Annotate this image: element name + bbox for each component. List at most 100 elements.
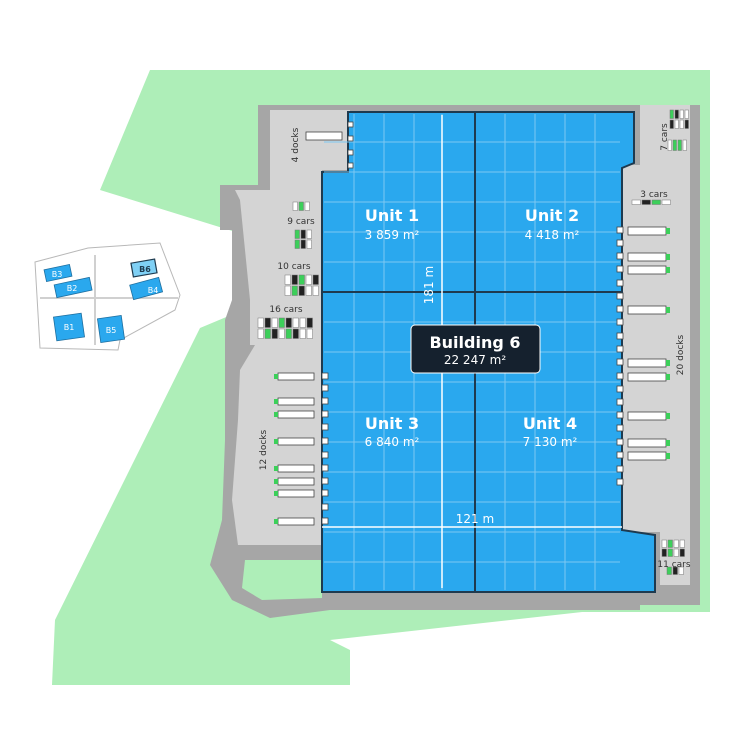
parking-space — [257, 328, 264, 339]
truck-bay — [277, 410, 315, 419]
truck-cab — [666, 413, 670, 419]
parking-space — [298, 285, 305, 296]
dock-door — [616, 265, 624, 273]
parking-11-label: 11 cars — [657, 560, 690, 570]
dock-door — [347, 135, 354, 142]
dock-door — [616, 478, 624, 486]
dock-door — [321, 423, 329, 431]
parking-space — [291, 274, 298, 285]
minimap-building-b3 — [43, 263, 73, 283]
truck-cab — [274, 479, 278, 484]
truck-cab — [666, 254, 670, 260]
dock-door — [321, 517, 329, 525]
unit-name: Unit 2 — [525, 206, 579, 225]
truck-bay — [627, 451, 667, 461]
location-minimap: B3 B2 B6 B4 B1 B5 — [34, 242, 181, 351]
parking-space — [682, 139, 687, 151]
minimap-label-b5: B5 — [106, 326, 117, 335]
truck-cab — [666, 453, 670, 459]
parking-space — [284, 285, 291, 296]
parking-space — [306, 317, 313, 328]
dock-door — [321, 397, 329, 405]
unit-name: Unit 4 — [523, 414, 577, 433]
parking-space — [679, 539, 685, 548]
dock-door — [347, 149, 354, 156]
truck-bay — [277, 464, 315, 473]
parking-space — [294, 239, 300, 249]
truck-bay — [277, 397, 315, 406]
parking-7-label: 7 cars — [660, 123, 670, 151]
parking-space — [684, 119, 689, 129]
dock-door — [321, 477, 329, 485]
truck-bay — [277, 437, 315, 446]
unit-4-label: Unit 4 7 130 m² — [523, 414, 578, 449]
parking-9-label: 9 cars — [287, 217, 315, 227]
parking-space — [294, 229, 300, 239]
docks-left-label: 12 docks — [259, 430, 269, 471]
parking-space — [292, 201, 298, 211]
parking-space — [271, 317, 278, 328]
dock-door — [347, 121, 354, 128]
parking-space — [312, 274, 319, 285]
minimap-label-b3: B3 — [52, 270, 63, 279]
truck-cab — [274, 412, 278, 417]
truck-bay — [627, 358, 667, 368]
unit-area: 7 130 m² — [523, 435, 578, 449]
grass-patch-south — [242, 560, 322, 600]
parking-space — [674, 109, 679, 119]
parking-space — [257, 317, 264, 328]
dock-door — [347, 162, 354, 169]
truck-cab — [274, 519, 278, 524]
parking-space — [278, 317, 285, 328]
parking-16-label: 16 cars — [269, 305, 302, 315]
parking-space — [661, 548, 667, 557]
dock-door — [616, 318, 624, 326]
parking-space — [305, 285, 312, 296]
parking-space — [298, 201, 304, 211]
building-grid — [324, 114, 620, 590]
parking-space — [679, 119, 684, 129]
dock-door — [321, 464, 329, 472]
parking-space — [673, 548, 679, 557]
parking-space — [292, 317, 299, 328]
dock-door — [321, 489, 329, 497]
dock-door — [616, 424, 624, 432]
dock-door — [616, 305, 624, 313]
parking-10-label: 10 cars — [277, 262, 310, 272]
unit-3-label: Unit 3 6 840 m² — [365, 414, 420, 449]
dock-door — [616, 226, 624, 234]
minimap-building-b5 — [96, 314, 126, 344]
docks-top-label: 4 docks — [291, 127, 301, 162]
dock-door — [616, 279, 624, 287]
parking-space — [667, 139, 672, 151]
unit-area: 6 840 m² — [365, 435, 420, 449]
parking-space — [669, 119, 674, 129]
parking-space — [679, 109, 684, 119]
parking-space — [679, 548, 685, 557]
parking-space — [299, 328, 306, 339]
dock-door — [616, 358, 624, 366]
parking-space — [667, 548, 673, 557]
parking-space — [306, 229, 312, 239]
dock-door — [616, 438, 624, 446]
truck-cab — [666, 228, 670, 234]
dock-door — [616, 332, 624, 340]
parking-space — [291, 285, 298, 296]
parking-space — [631, 199, 641, 205]
parking-space — [684, 109, 689, 119]
parking-space — [673, 539, 679, 548]
truck-cab — [666, 267, 670, 273]
unit-1-label: Unit 1 3 859 m² — [365, 206, 420, 242]
unit-2-label: Unit 2 4 418 m² — [525, 206, 580, 242]
docks-right-label: 20 docks — [676, 335, 686, 376]
truck-cab — [666, 307, 670, 313]
building-area: 22 247 m² — [444, 353, 506, 367]
parking-space — [264, 328, 271, 339]
minimap-label-b1: B1 — [64, 323, 75, 332]
dock-door — [616, 398, 624, 406]
parking-space — [641, 199, 651, 205]
parking-space — [674, 119, 679, 129]
parking-space — [672, 139, 677, 151]
parking-space — [278, 328, 285, 339]
dock-door — [321, 451, 329, 459]
